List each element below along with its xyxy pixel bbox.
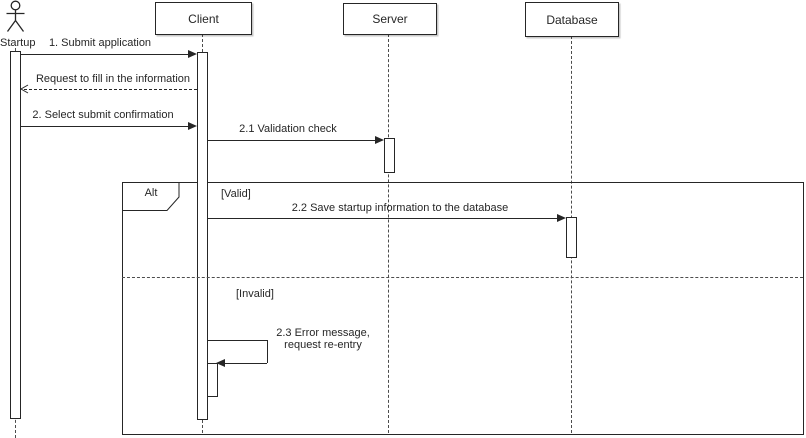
lifeline-server	[388, 34, 389, 433]
message-validation-check-line	[207, 140, 376, 141]
message-submit-application-line	[20, 54, 189, 55]
message-request-fill-label: Request to fill in the information	[35, 73, 191, 85]
message-save-to-database-label: 2.2 Save startup information to the data…	[291, 202, 509, 214]
alt-fragment-frame	[122, 182, 804, 435]
activation-server	[384, 138, 395, 173]
message-select-confirmation-line	[20, 126, 189, 127]
actor-icon	[6, 0, 25, 32]
arrowhead-left-icon	[216, 359, 225, 367]
message-error-reentry-line2: request re-entry	[284, 339, 362, 351]
message-validation-check-label: 2.1 Validation check	[239, 123, 337, 135]
alt-fragment-label-pentagon	[122, 182, 180, 211]
participant-client: Client	[155, 2, 252, 35]
participant-server: Server	[343, 3, 437, 35]
self-message-right-line	[267, 340, 268, 363]
message-submit-application-label: 1. Submit application	[48, 37, 152, 49]
activation-client	[197, 52, 208, 420]
alt-divider-line	[122, 277, 803, 278]
message-save-to-database-line	[207, 218, 558, 219]
message-select-confirmation-label: 2. Select submit confirmation	[32, 109, 174, 121]
actor-startup-label: Startup	[0, 37, 36, 49]
activation-client-nested	[207, 363, 218, 397]
participant-database-label: Database	[546, 12, 598, 27]
participant-server-label: Server	[372, 12, 408, 26]
message-error-reentry-line1: 2.3 Error message,	[276, 327, 370, 339]
participant-client-label: Client	[188, 11, 219, 26]
self-message-top-line	[207, 340, 267, 341]
arrowhead-right-icon	[557, 214, 566, 222]
activation-startup	[10, 51, 21, 419]
open-arrowhead-left-icon	[20, 84, 29, 94]
alt-guard-invalid: [Invalid]	[236, 288, 274, 300]
activation-database	[566, 217, 577, 258]
alt-fragment-label: Alt	[144, 187, 158, 199]
arrowhead-right-icon	[188, 122, 197, 130]
arrowhead-right-icon	[188, 50, 197, 58]
participant-database: Database	[525, 2, 619, 37]
message-error-reentry-label: 2.3 Error message, request re-entry	[262, 327, 384, 351]
message-request-fill-line	[24, 89, 197, 90]
self-message-bottom-line	[222, 363, 267, 364]
arrowhead-right-icon	[375, 136, 384, 144]
alt-guard-valid: [Valid]	[221, 188, 251, 200]
